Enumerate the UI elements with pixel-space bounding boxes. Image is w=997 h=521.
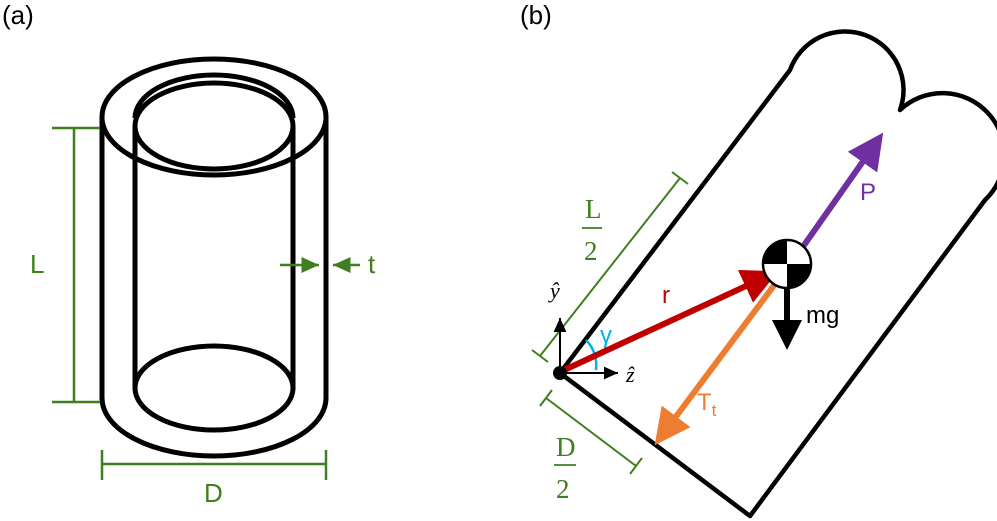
- inner-back-arc: [132, 72, 296, 119]
- weight-vector-label: mg: [806, 302, 839, 329]
- hollow-cylinder: [99, 56, 329, 459]
- gamma-label: γ: [600, 322, 612, 349]
- tension-vector: [654, 270, 787, 446]
- inner-top-ellipse: [132, 80, 296, 172]
- coordinate-axes: [553, 318, 618, 380]
- half-length-numerator: L: [585, 194, 602, 224]
- force-vector-label: P: [860, 179, 876, 206]
- diameter-label: D: [204, 478, 223, 508]
- tension-vector-label: Tt: [697, 389, 717, 420]
- tilted-cylinder-outline: [557, 29, 997, 519]
- position-vector-label: r: [662, 282, 670, 309]
- position-vector-r: [560, 269, 779, 374]
- thickness-label: t: [368, 249, 376, 279]
- panel-a-label: (a): [2, 0, 34, 30]
- outer-bottom-arc: [99, 397, 329, 459]
- length-label: L: [30, 249, 44, 279]
- half-diameter-numerator: D: [556, 432, 576, 462]
- length-dimension: [52, 126, 100, 404]
- panel-b-label: (b): [520, 0, 552, 30]
- y-axis-label: ŷ: [548, 278, 560, 303]
- half-length-denominator: 2: [584, 236, 598, 266]
- half-diameter-denominator: 2: [556, 474, 570, 504]
- origin-pivot-point: [553, 366, 567, 380]
- inner-bottom-ellipse: [132, 343, 296, 433]
- z-axis-label: ẑ: [625, 362, 635, 387]
- diameter-dimension: [100, 450, 328, 480]
- center-of-mass-icon: [761, 238, 813, 290]
- half-diameter-dimension: [539, 389, 643, 475]
